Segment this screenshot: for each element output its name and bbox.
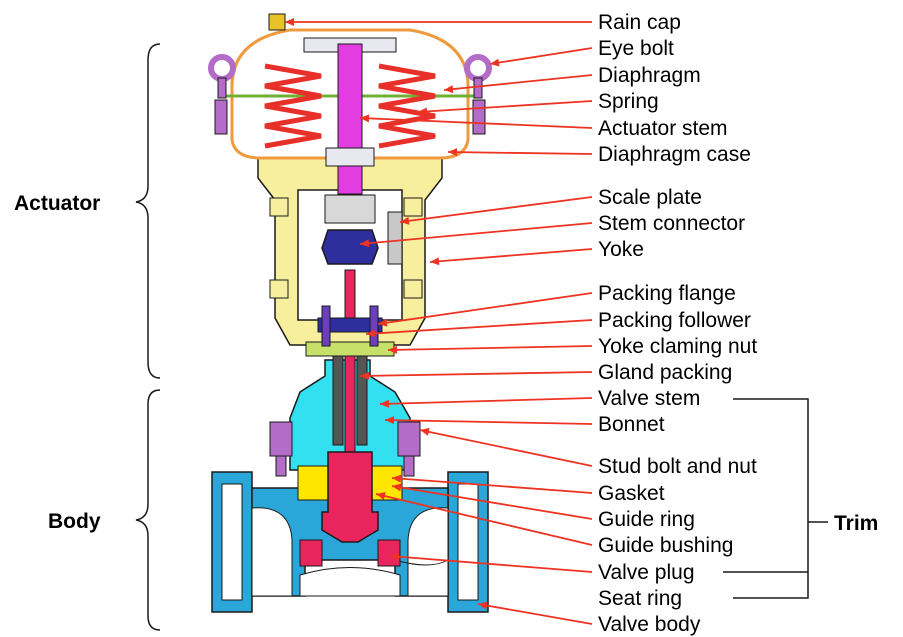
leader-line	[359, 371, 593, 377]
part-label: Packing follower	[598, 309, 751, 332]
spring	[264, 63, 436, 149]
actuator-brace	[135, 43, 161, 379]
leader-arrowhead	[388, 345, 398, 354]
packing-flange	[317, 305, 383, 347]
group-label-trim: Trim	[834, 512, 878, 535]
trim-bracket	[723, 398, 828, 599]
leader-arrowhead	[360, 114, 370, 123]
leader-line	[399, 196, 593, 223]
leader-arrowhead	[420, 427, 430, 436]
part-label: Stud bolt and nut	[598, 455, 757, 478]
leader-arrowhead	[430, 257, 440, 266]
part-label: Gland packing	[598, 361, 732, 384]
leader-arrowhead	[392, 474, 402, 483]
part-label: Stem connector	[598, 212, 745, 235]
leader-line	[391, 485, 593, 520]
group-label-body: Body	[48, 510, 101, 533]
rain-cap	[268, 13, 286, 31]
part-label: Yoke claming nut	[598, 335, 757, 358]
part-label: Rain cap	[598, 11, 681, 34]
leader-arrowhead	[380, 399, 390, 408]
leader-line	[389, 555, 593, 573]
leader-line	[417, 100, 593, 113]
part-label: Valve stem	[598, 387, 700, 410]
part-label: Bonnet	[598, 413, 665, 436]
leader-line	[387, 345, 593, 351]
leader-arrowhead	[418, 107, 428, 116]
valve-stem	[344, 269, 356, 461]
leader-line	[429, 248, 593, 263]
part-label: Diaphragm	[598, 64, 701, 87]
leader-arrowhead	[385, 416, 395, 425]
actuator-stem	[325, 43, 375, 195]
part-label: Scale plate	[598, 186, 702, 209]
leader-line	[379, 397, 593, 405]
leader-arrowhead	[366, 329, 376, 338]
stem-connector	[321, 194, 379, 265]
leader-line	[375, 493, 593, 546]
leader-line	[477, 603, 593, 625]
leader-arrowhead	[285, 18, 294, 26]
valve-plug	[321, 451, 379, 543]
leader-arrowhead	[378, 318, 388, 327]
leader-arrowhead	[448, 148, 458, 157]
leader-arrowhead	[360, 371, 370, 380]
leader-arrowhead	[444, 85, 454, 94]
leader-line	[359, 222, 593, 245]
yoke-clamping-nut	[305, 341, 395, 357]
part-label: Spring	[598, 90, 659, 113]
leader-lines	[285, 21, 593, 625]
seat-ring	[299, 539, 401, 567]
leader-arrowheads	[285, 18, 500, 610]
leader-line	[384, 419, 593, 425]
part-label: Diaphragm case	[598, 143, 751, 166]
leader-arrowhead	[478, 601, 488, 610]
part-label: Actuator stem	[598, 117, 728, 140]
part-label: Gasket	[598, 482, 665, 505]
leader-line	[365, 319, 593, 335]
part-label: Seat ring	[598, 587, 682, 610]
part-label: Guide ring	[598, 508, 695, 531]
leader-line	[447, 151, 593, 155]
leader-line	[391, 477, 593, 494]
leader-arrowhead	[360, 239, 370, 248]
body-brace	[135, 389, 161, 631]
leader-line	[359, 117, 593, 129]
leader-line	[443, 74, 593, 91]
leader-arrowhead	[392, 483, 402, 492]
leader-line	[489, 47, 593, 65]
leader-arrowhead	[390, 552, 400, 561]
part-label: Yoke	[598, 238, 644, 261]
stud-bolt-and-nut	[269, 421, 421, 477]
leader-arrowhead	[400, 216, 410, 225]
leader-line	[419, 429, 593, 467]
group-label-actuator: Actuator	[14, 192, 100, 215]
leader-line	[377, 292, 593, 325]
part-label: Valve plug	[598, 561, 695, 584]
part-label: Valve body	[598, 613, 701, 636]
part-label: Eye bolt	[598, 37, 674, 60]
leader-arrowhead	[376, 492, 386, 500]
part-label: Guide bushing	[598, 534, 733, 557]
scale-plate	[387, 211, 403, 265]
part-label: Packing flange	[598, 282, 736, 305]
leader-arrowhead	[490, 58, 500, 67]
